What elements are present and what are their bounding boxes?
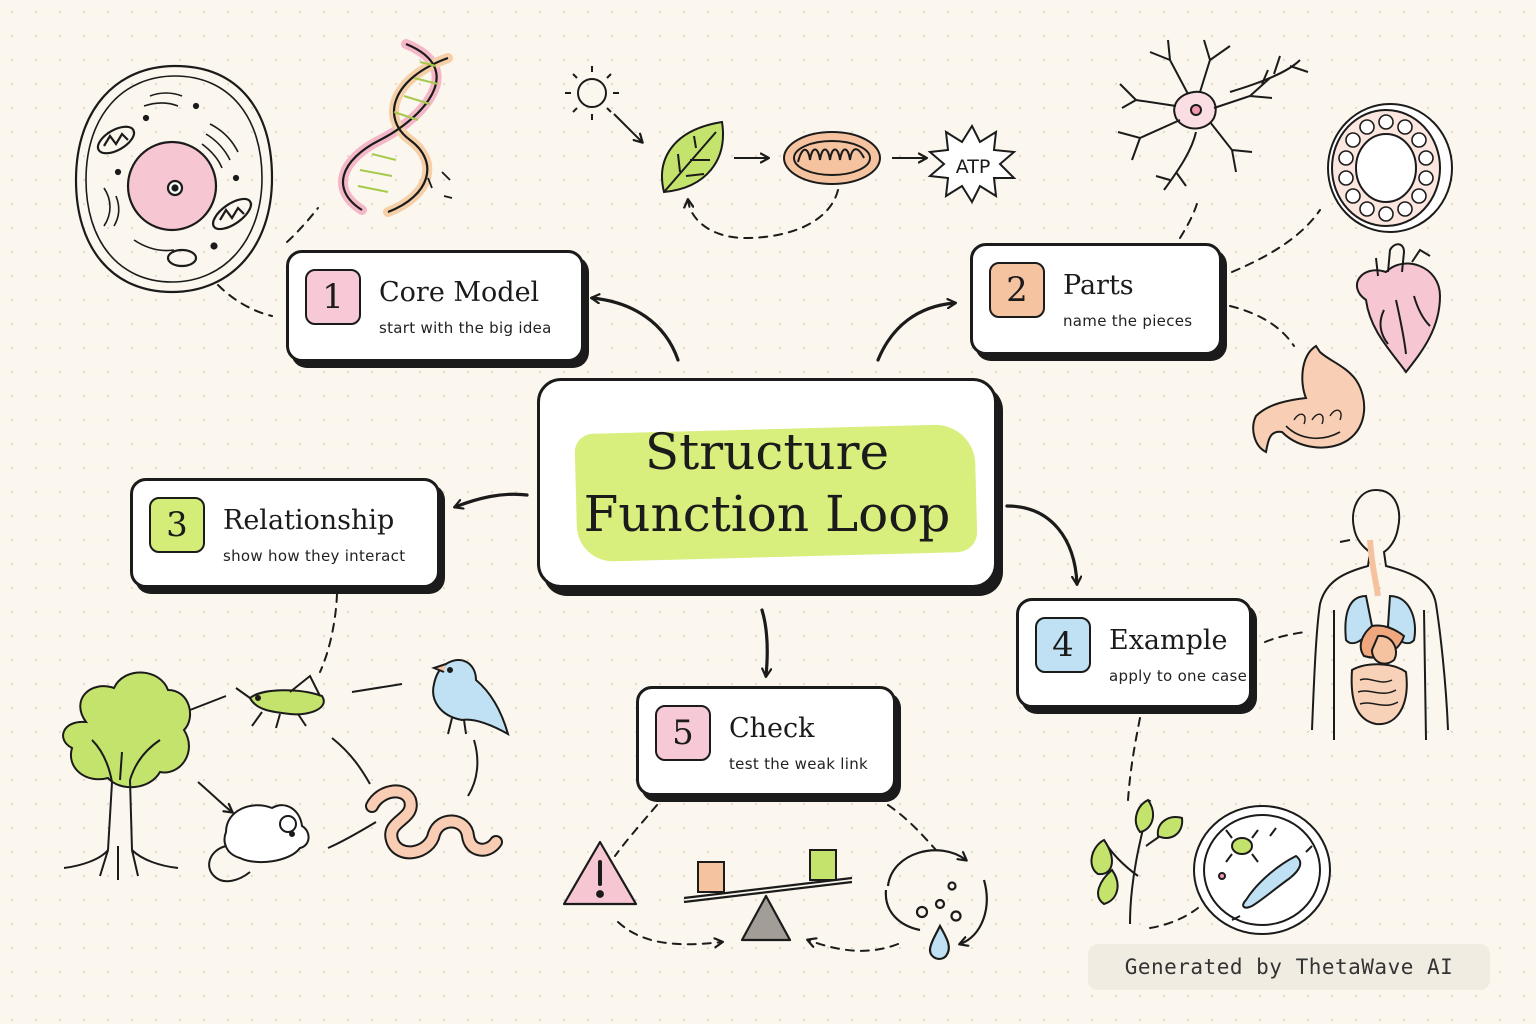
step-title: Parts bbox=[1063, 270, 1134, 301]
step-subtitle: name the pieces bbox=[1063, 312, 1192, 330]
step-subtitle: apply to one case bbox=[1109, 667, 1247, 685]
arrow-to-example bbox=[1007, 506, 1077, 584]
step-card-relationship[interactable]: 3 Relationship show how they interact bbox=[130, 478, 440, 588]
arrow-to-parts bbox=[878, 303, 955, 360]
step-number-badge: 3 bbox=[149, 497, 205, 553]
neuron-illustration bbox=[1118, 40, 1308, 190]
step-card-check[interactable]: 5 Check test the weak link bbox=[636, 686, 896, 796]
arrow-to-relationship bbox=[455, 494, 527, 507]
step-card-core-model[interactable]: 1 Core Model start with the big idea bbox=[286, 250, 584, 362]
human-anatomy-illustration bbox=[1312, 490, 1448, 740]
step-number-badge: 4 bbox=[1035, 617, 1091, 673]
step-card-example[interactable]: 4 Example apply to one case bbox=[1016, 598, 1252, 708]
step-title: Core Model bbox=[379, 277, 539, 308]
step-number-badge: 1 bbox=[305, 269, 361, 325]
heart-illustration bbox=[1357, 244, 1440, 372]
energy-flow-illustration bbox=[565, 66, 1014, 202]
check-illustration bbox=[564, 842, 987, 959]
central-title-line-1: Structure bbox=[540, 421, 994, 483]
step-title: Check bbox=[729, 713, 815, 744]
step-title: Example bbox=[1109, 625, 1228, 656]
arrow-to-core-model bbox=[592, 298, 678, 360]
step-subtitle: start with the big idea bbox=[379, 319, 552, 337]
central-title-line-2: Function Loop bbox=[540, 483, 994, 545]
tissue-cross-section-illustration bbox=[1328, 104, 1452, 232]
step-card-parts[interactable]: 2 Parts name the pieces bbox=[970, 243, 1222, 355]
central-title: Structure Function Loop bbox=[540, 421, 994, 545]
arrow-to-check bbox=[762, 610, 767, 676]
central-topic-card: Structure Function Loop bbox=[537, 378, 997, 588]
step-number-badge: 2 bbox=[989, 262, 1045, 318]
food-web-illustration bbox=[63, 660, 508, 881]
step-title: Relationship bbox=[223, 505, 394, 536]
step-subtitle: test the weak link bbox=[729, 755, 868, 773]
step-subtitle: show how they interact bbox=[223, 547, 405, 565]
generated-by-footer: Generated by ThetaWave AI bbox=[1088, 944, 1490, 990]
atp-label: ATP bbox=[956, 156, 991, 178]
dna-helix-illustration bbox=[343, 44, 452, 212]
animal-cell-illustration bbox=[76, 66, 272, 292]
plant-and-microbe-illustration bbox=[1091, 800, 1330, 934]
step-number-badge: 5 bbox=[655, 705, 711, 761]
stomach-illustration bbox=[1253, 346, 1364, 452]
